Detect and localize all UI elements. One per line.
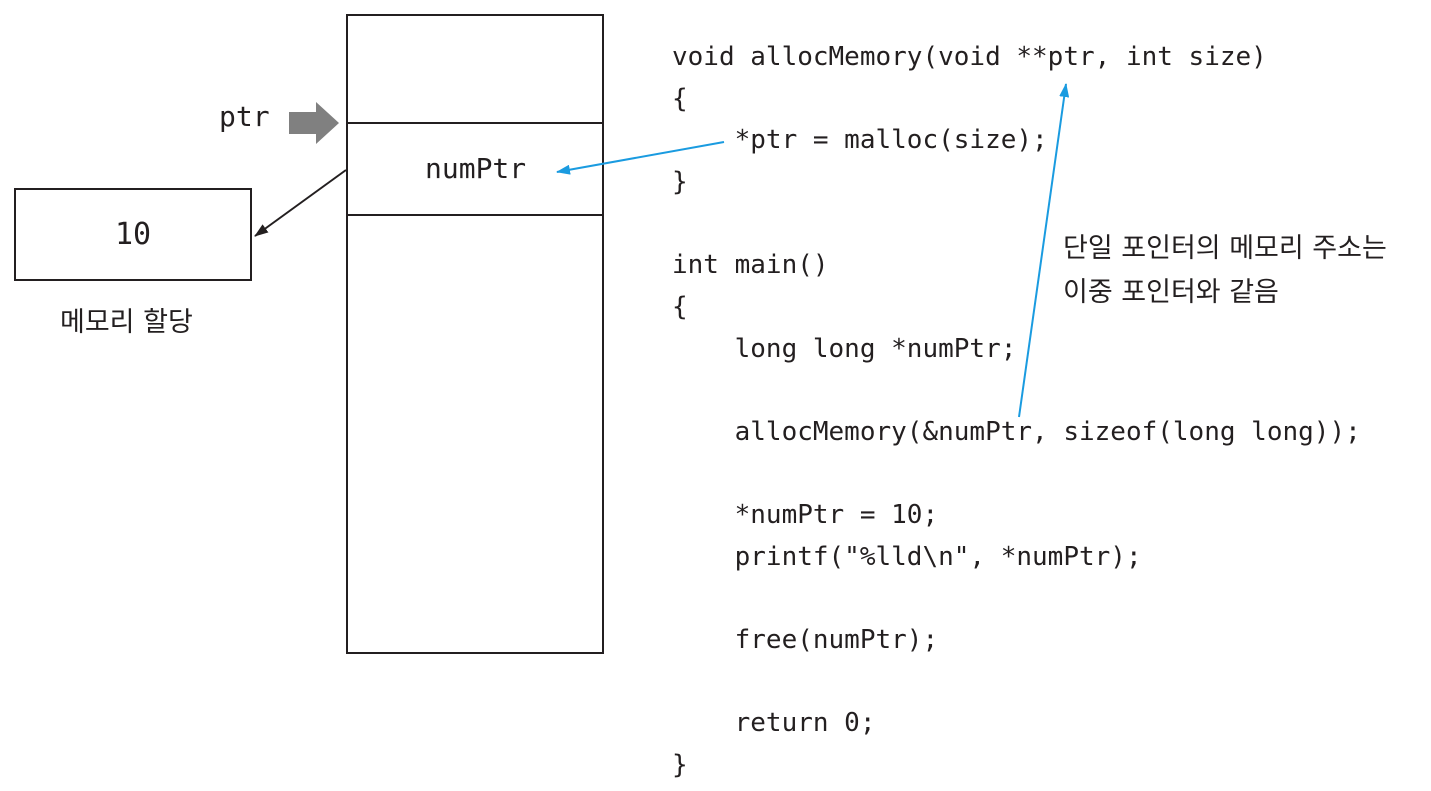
code-line-4: } [672, 167, 688, 197]
note-line-1: 단일 포인터의 메모리 주소는 [1063, 233, 1387, 264]
stack-divider-bottom [348, 214, 602, 216]
ptr-label: ptr [219, 100, 270, 133]
stack-divider-top [348, 122, 602, 124]
numptr-to-memory-arrow [254, 169, 347, 237]
code-line-9: *numPtr = 10; [672, 500, 939, 530]
address-pass-arrow [1018, 83, 1070, 418]
code-line-12: return 0; [672, 708, 876, 738]
code-line-6: { [672, 292, 688, 322]
code-line-5: int main() [672, 250, 829, 280]
code-line-13: } [672, 750, 688, 780]
code-line-7: long long *numPtr; [672, 334, 1017, 364]
code-line-8: allocMemory(&numPtr, sizeof(long long)); [672, 417, 1361, 447]
code-line-10: printf("%lld\n", *numPtr); [672, 542, 1142, 572]
code-line-2: { [672, 84, 688, 114]
numptr-cell-label: numPtr [425, 152, 527, 185]
allocated-memory-box: 10 [14, 188, 252, 281]
deref-assign-arrow [556, 141, 725, 175]
note-line-2: 이중 포인터와 같음 [1063, 277, 1279, 308]
code-line-3: *ptr = malloc(size); [672, 125, 1048, 155]
code-line-1: void allocMemory(void **ptr, int size) [672, 42, 1267, 72]
stack-frame-box [346, 14, 604, 654]
memory-caption: 메모리 할당 [60, 307, 193, 338]
code-line-11: free(numPtr); [672, 625, 939, 655]
ptr-pointer-arrow-icon [289, 102, 339, 144]
memory-value: 10 [114, 217, 152, 252]
